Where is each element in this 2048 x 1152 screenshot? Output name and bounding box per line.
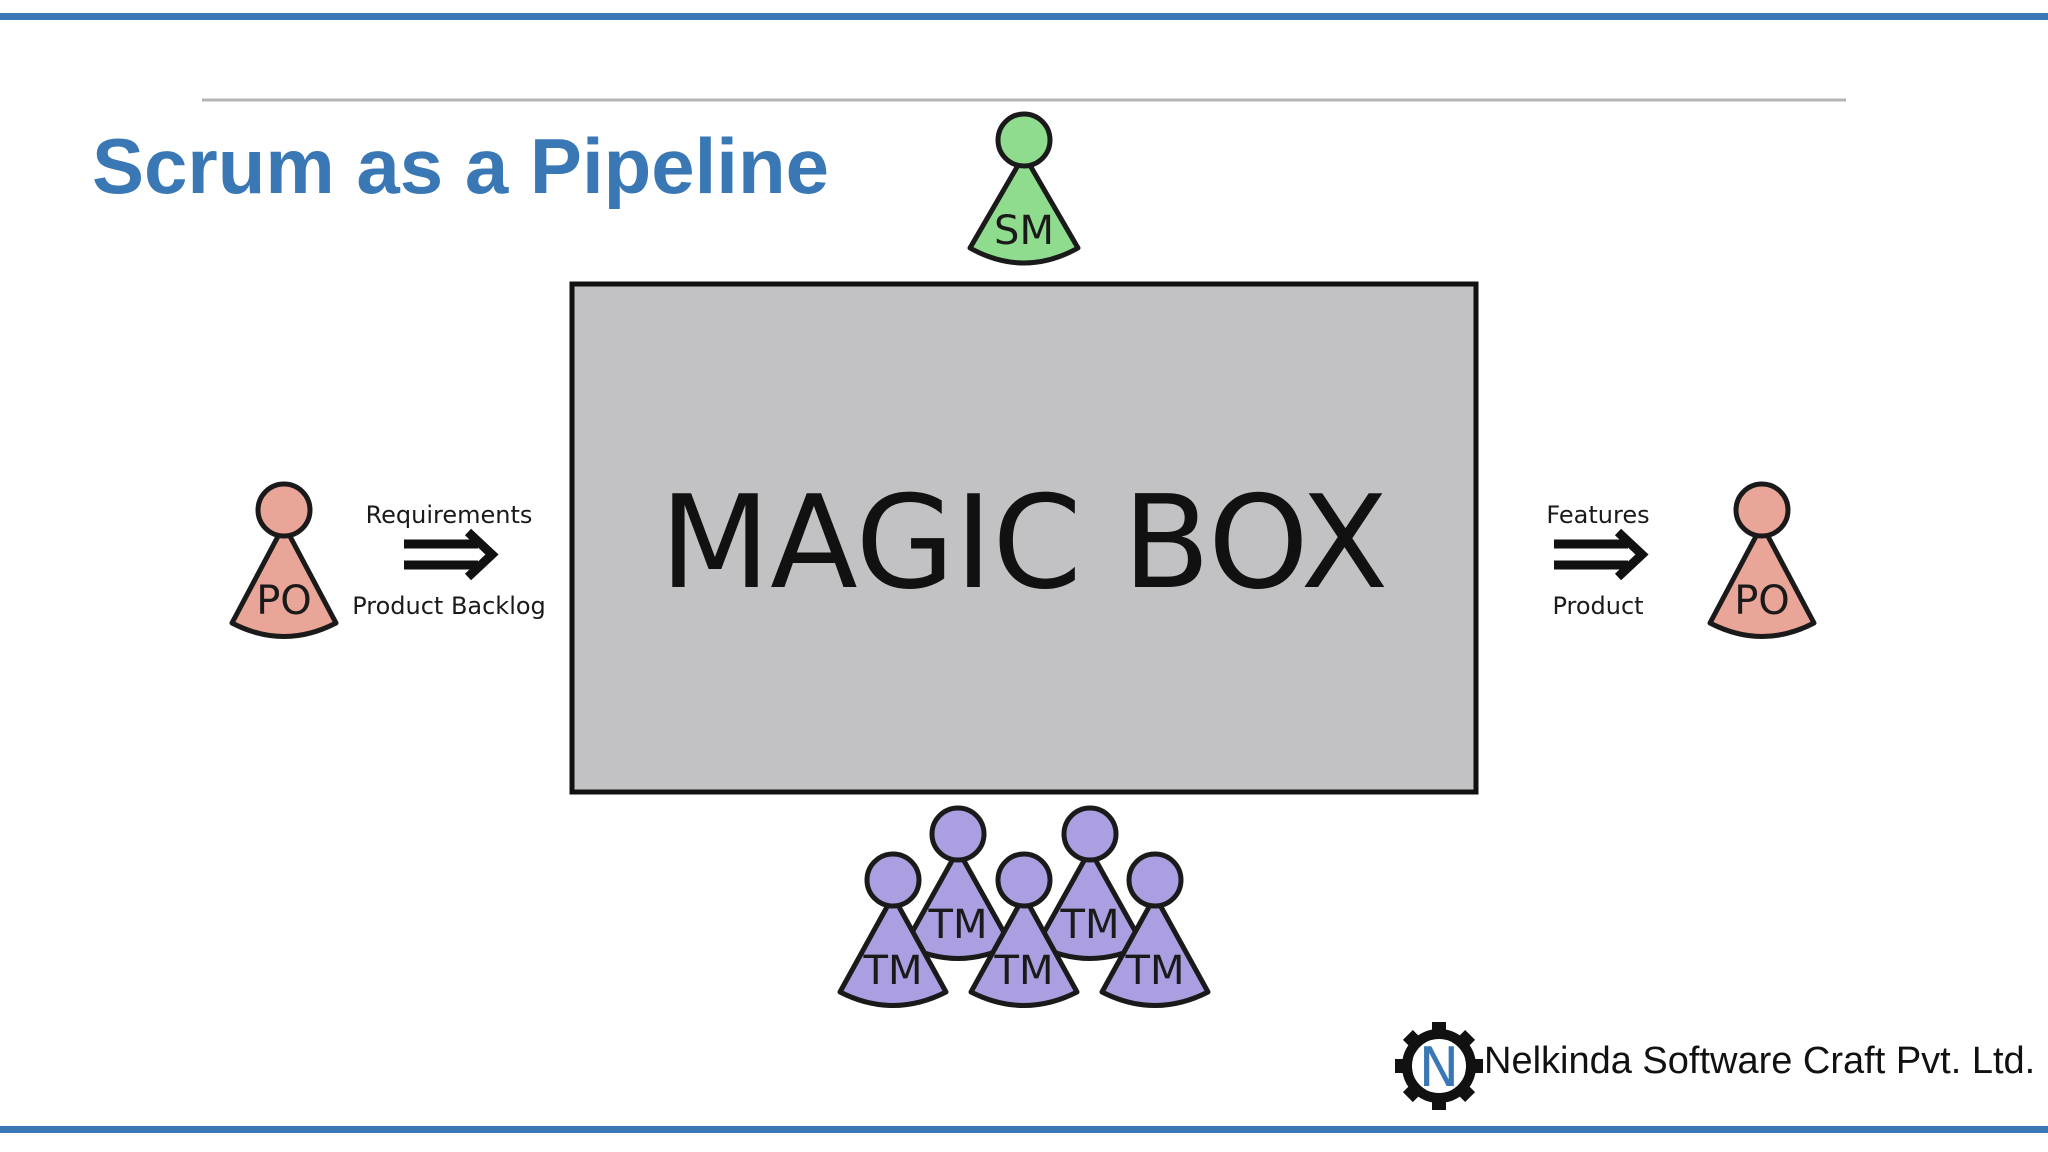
bottom-border-bar xyxy=(0,1126,2048,1133)
pawn-head xyxy=(1733,481,1791,539)
team-member-pawn: TM xyxy=(968,851,1080,1008)
requirements-label: Requirements xyxy=(366,501,533,529)
team-member-label: TM xyxy=(863,948,923,994)
scrum-master-label: SM xyxy=(994,208,1054,254)
scrum-master-pawn: SM xyxy=(967,111,1081,266)
double-arrow-icon xyxy=(1554,528,1649,581)
team-member-label: TM xyxy=(928,902,988,948)
product-backlog-label: Product Backlog xyxy=(352,592,546,620)
pawn-body xyxy=(967,152,1081,266)
product-owner-output-label: PO xyxy=(1734,578,1790,624)
product-label: Product xyxy=(1552,592,1643,620)
company-name: Nelkinda Software Craft Pvt. Ltd. xyxy=(1484,1040,2036,1082)
double-arrow-icon xyxy=(404,528,499,581)
input-arrow: Requirements Product Backlog xyxy=(352,501,546,620)
nelkinda-logo-icon: N xyxy=(1395,1022,1483,1110)
pawn-body xyxy=(1707,522,1817,639)
product-owner-output-pawn: PO xyxy=(1707,481,1817,639)
pawn-head xyxy=(995,111,1053,169)
top-border-bar xyxy=(0,13,2048,20)
product-owner-input-pawn: PO xyxy=(229,481,339,639)
team-member-label: TM xyxy=(1060,902,1120,948)
team-member-pawn: TM xyxy=(837,851,949,1008)
features-label: Features xyxy=(1546,501,1649,529)
magic-box-rect xyxy=(569,281,1479,795)
output-arrow: Features Product xyxy=(1546,501,1649,620)
slide-title: Scrum as a Pipeline xyxy=(92,122,830,210)
magic-box-label: MAGIC BOX xyxy=(660,469,1389,618)
pawn-body xyxy=(229,522,339,639)
magic-box: MAGIC BOX xyxy=(569,281,1479,795)
team-member-label: TM xyxy=(1125,948,1185,994)
logo-letter: N xyxy=(1419,1036,1459,1099)
team-member-pawn: TM xyxy=(1099,851,1211,1008)
team-members: TM TM TM TM TM xyxy=(837,805,1211,1008)
product-owner-input-label: PO xyxy=(256,578,312,624)
team-member-label: TM xyxy=(994,948,1054,994)
pawn-head xyxy=(255,481,313,539)
